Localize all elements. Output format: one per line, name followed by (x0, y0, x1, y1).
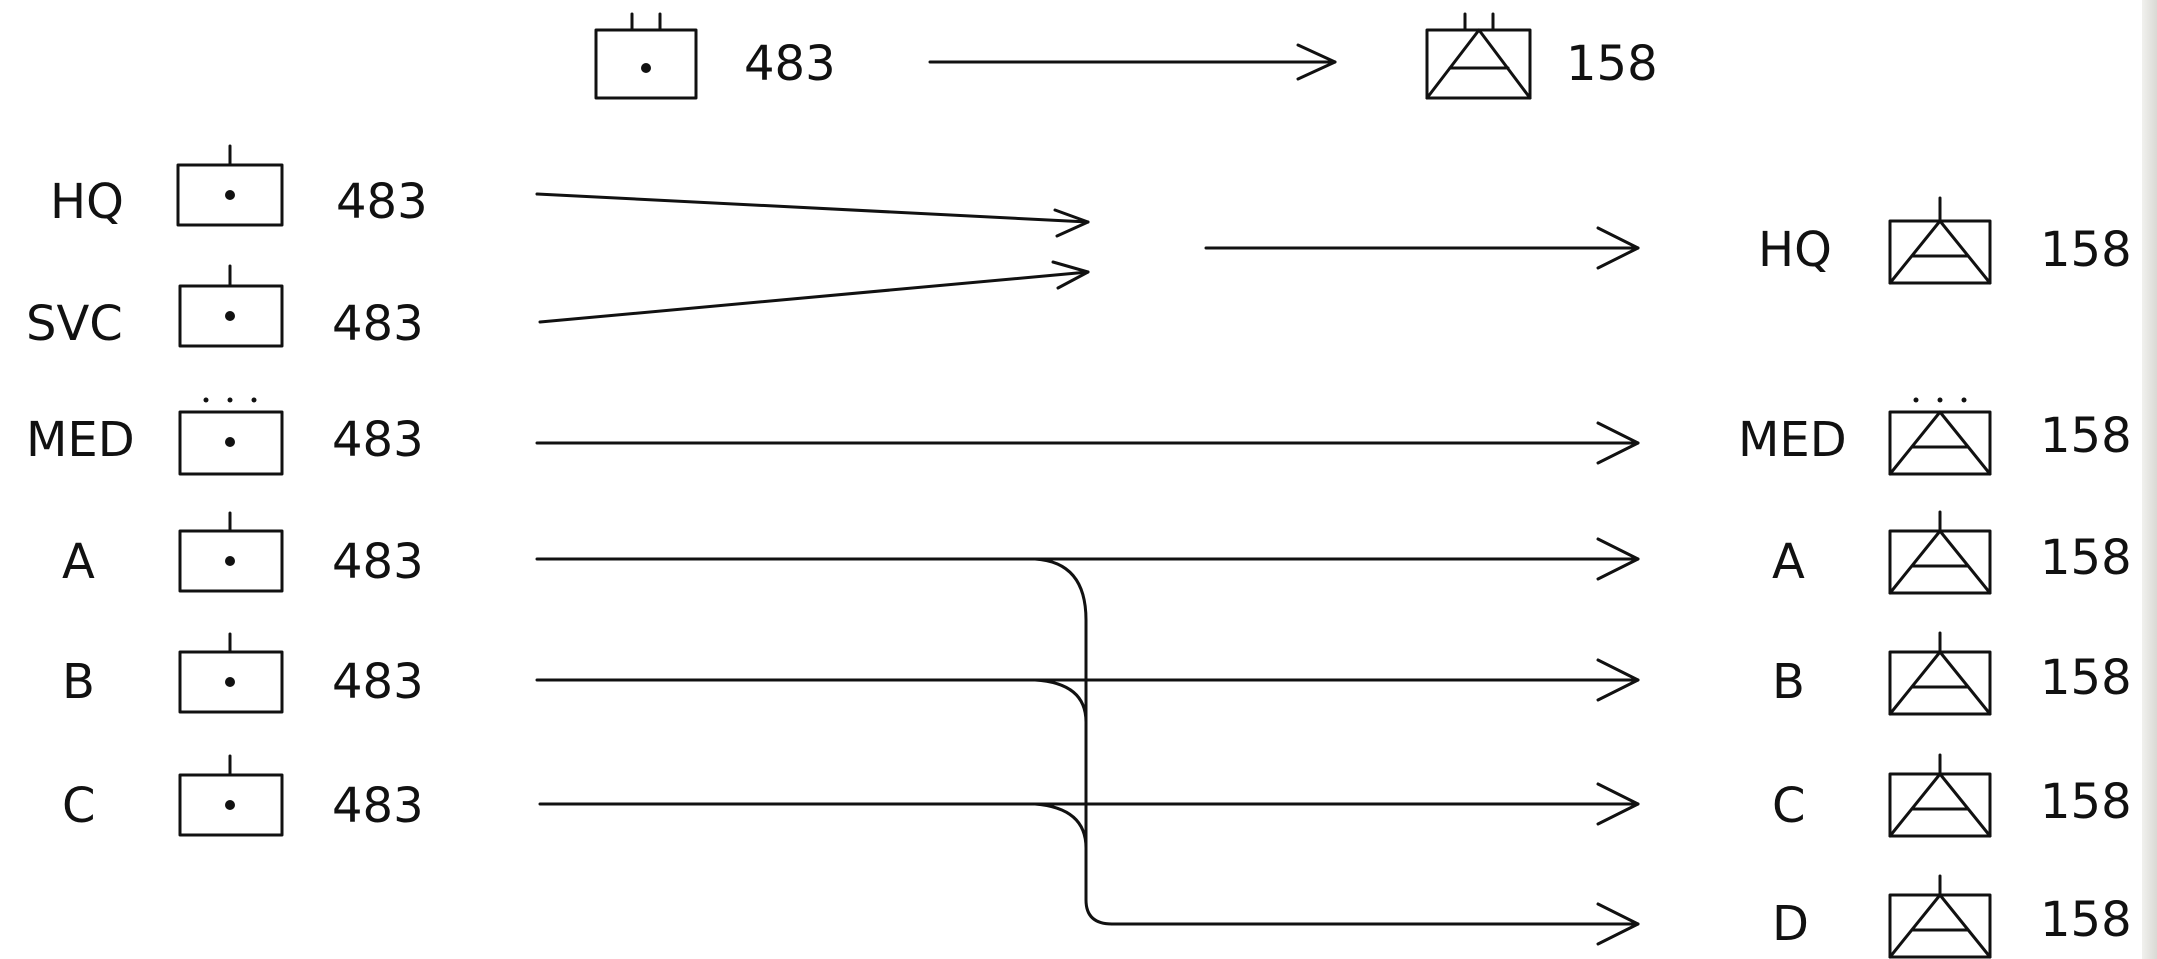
right-label-b: B (1772, 654, 1805, 710)
right-symbol-a (1888, 510, 1992, 595)
arrow-c (538, 782, 1640, 826)
left-label-a: A (62, 534, 95, 590)
left-number-c: 483 (332, 778, 424, 834)
arrow-a (535, 537, 1640, 581)
right-label-a: A (1772, 534, 1805, 590)
left-symbol-c (178, 754, 284, 837)
right-label-d: D (1772, 896, 1809, 952)
left-symbol-med (178, 397, 284, 476)
page-edge-shadow (2142, 0, 2157, 959)
header-left-unit-symbol (594, 12, 698, 100)
right-symbol-c (1888, 753, 1992, 838)
left-number-a: 483 (332, 534, 424, 590)
left-symbol-hq (176, 144, 284, 227)
right-number-b: 158 (2040, 650, 2132, 706)
right-symbol-hq (1888, 196, 1992, 285)
right-symbol-d (1888, 874, 1992, 959)
right-symbol-med (1888, 397, 1992, 476)
arrow-hq-converge (535, 192, 1090, 238)
right-label-c: C (1772, 778, 1806, 834)
left-label-c: C (62, 778, 96, 834)
right-number-a: 158 (2040, 530, 2132, 586)
left-symbol-svc (178, 264, 284, 348)
left-label-svc: SVC (26, 296, 123, 352)
left-symbol-a (178, 511, 284, 593)
branch-a-to-d (1033, 557, 1114, 926)
right-number-med: 158 (2040, 408, 2132, 464)
left-number-svc: 483 (332, 296, 424, 352)
right-number-d: 158 (2040, 892, 2132, 948)
left-label-med: MED (26, 412, 135, 468)
arrow-combined-to-hq (1204, 226, 1640, 270)
branch-b-to-d (1033, 678, 1088, 724)
left-number-hq: 483 (336, 174, 428, 230)
arrow-svc-converge (538, 260, 1090, 324)
left-label-b: B (62, 654, 95, 710)
left-symbol-b (178, 632, 284, 714)
right-symbol-b (1888, 631, 1992, 716)
arrow-med (535, 421, 1640, 465)
right-number-hq: 158 (2040, 222, 2132, 278)
right-number-c: 158 (2040, 774, 2132, 830)
header-arrow (928, 43, 1337, 81)
branch-c-to-d (1033, 802, 1088, 850)
left-label-hq: HQ (50, 174, 124, 230)
right-label-hq: HQ (1758, 222, 1832, 278)
arrow-d (1110, 902, 1640, 946)
left-number-med: 483 (332, 412, 424, 468)
header-right-unit-symbol (1425, 12, 1532, 100)
right-label-med: MED (1738, 412, 1847, 468)
left-number-b: 483 (332, 654, 424, 710)
header-to-number: 158 (1566, 36, 1658, 92)
header-from-number: 483 (744, 36, 836, 92)
